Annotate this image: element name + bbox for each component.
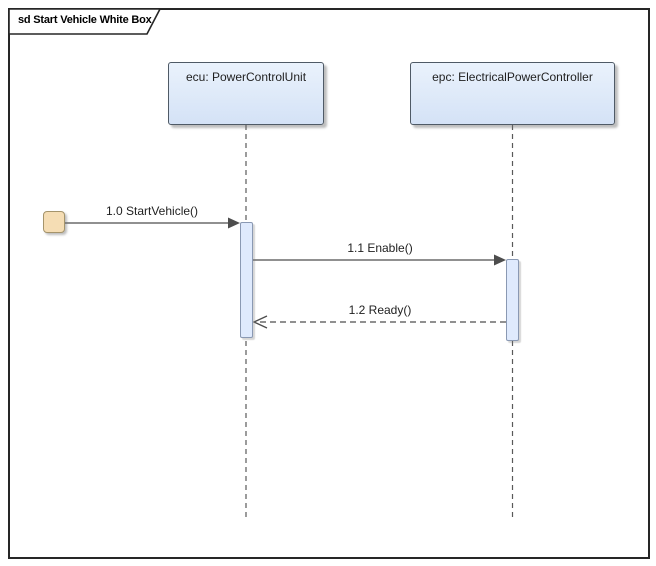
arrowhead-enable	[494, 254, 506, 266]
message-label-ready[interactable]: 1.2 Ready()	[348, 303, 412, 317]
lifeline-label-ecu: ecu: PowerControlUnit	[185, 70, 307, 84]
diagram-title: sd Start Vehicle White Box	[18, 14, 152, 26]
message-label-enable[interactable]: 1.1 Enable()	[347, 241, 413, 255]
frame-title-tab	[8, 8, 162, 35]
message-label-start-vehicle[interactable]: 1.0 StartVehicle()	[105, 204, 199, 218]
arrowhead-start-vehicle	[228, 217, 240, 229]
activation-bar-ecu[interactable]	[240, 222, 253, 338]
found-message-endpoint[interactable]	[43, 211, 65, 233]
arrowhead-ready	[252, 315, 268, 329]
lifeline-head-ecu[interactable]: ecu: PowerControlUnit	[168, 62, 324, 125]
activation-bar-epc[interactable]	[506, 259, 519, 341]
lifeline-head-epc[interactable]: epc: ElectricalPowerController	[410, 62, 615, 125]
diagram-frame	[8, 8, 650, 559]
lifeline-label-epc: epc: ElectricalPowerController	[432, 70, 593, 84]
